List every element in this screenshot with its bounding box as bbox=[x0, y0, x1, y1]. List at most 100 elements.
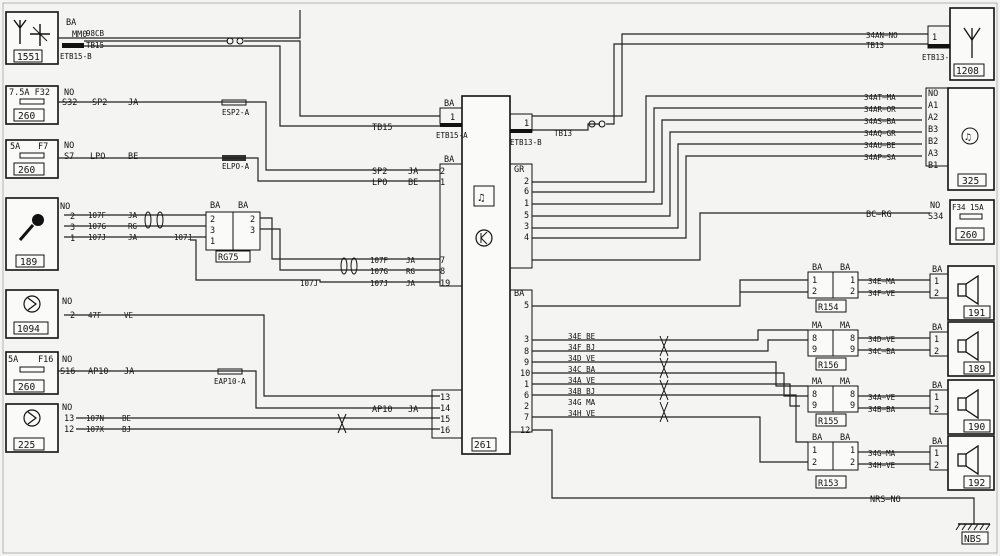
svg-text:34C BA: 34C BA bbox=[568, 365, 596, 374]
svg-text:2: 2 bbox=[812, 458, 817, 468]
svg-text:34AQ—GR: 34AQ—GR bbox=[864, 129, 896, 138]
svg-text:MA: MA bbox=[812, 321, 822, 331]
svg-text:34AS—BA: 34AS—BA bbox=[864, 117, 896, 126]
svg-text:34AP—SA: 34AP—SA bbox=[864, 153, 896, 162]
svg-text:34E BE: 34E BE bbox=[568, 332, 596, 341]
svg-text:5: 5 bbox=[524, 211, 529, 221]
svg-text:BA: BA bbox=[932, 381, 942, 391]
svg-text:B1: B1 bbox=[928, 161, 938, 171]
svg-text:9: 9 bbox=[812, 345, 817, 355]
svg-text:F34 15A: F34 15A bbox=[952, 203, 984, 212]
svg-text:NO: NO bbox=[64, 88, 74, 98]
component-325-cd-changer: NO A1 A2 B3 B2 A3 B1 ♫ 325 bbox=[925, 87, 995, 191]
component-id: 325 bbox=[962, 176, 979, 187]
svg-text:BC—RG: BC—RG bbox=[866, 210, 892, 220]
svg-text:JA: JA bbox=[124, 367, 134, 377]
svg-text:A1: A1 bbox=[928, 101, 938, 111]
svg-text:TB13: TB13 bbox=[554, 129, 572, 138]
svg-text:34A VE: 34A VE bbox=[568, 376, 596, 385]
svg-text:1: 1 bbox=[450, 113, 455, 123]
svg-text:5: 5 bbox=[524, 301, 529, 311]
svg-text:1: 1 bbox=[210, 237, 215, 247]
svg-text:MA: MA bbox=[812, 377, 822, 387]
svg-text:JA: JA bbox=[128, 98, 138, 108]
svg-text:NO: NO bbox=[930, 201, 940, 211]
speaker-symbol-icon bbox=[23, 409, 41, 427]
svg-text:MA: MA bbox=[840, 377, 850, 387]
svg-text:12: 12 bbox=[520, 426, 530, 436]
relay-id: RG75 bbox=[218, 253, 238, 263]
svg-text:2: 2 bbox=[524, 177, 529, 187]
svg-text:NO: NO bbox=[62, 355, 72, 365]
svg-text:34G MA: 34G MA bbox=[568, 398, 596, 407]
svg-text:34A—VE: 34A—VE bbox=[868, 393, 896, 402]
svg-text:F7: F7 bbox=[38, 142, 48, 152]
connector-etb15a: ETB15-A bbox=[436, 131, 468, 140]
svg-text:BA: BA bbox=[840, 263, 850, 273]
speaker-190: BA 12 190 bbox=[929, 379, 995, 435]
component-id: 191 bbox=[968, 308, 985, 319]
svg-text:3: 3 bbox=[524, 222, 529, 232]
svg-text:34AR—OR: 34AR—OR bbox=[864, 105, 896, 114]
svg-text:1: 1 bbox=[440, 178, 445, 188]
speaker-symbol-icon bbox=[23, 295, 41, 313]
svg-text:34E—MA: 34E—MA bbox=[868, 277, 896, 286]
component-id: 260 bbox=[18, 111, 35, 122]
svg-text:B2: B2 bbox=[928, 137, 938, 147]
svg-text:2: 2 bbox=[250, 215, 255, 225]
svg-text:BA: BA bbox=[812, 433, 822, 443]
svg-text:NRS—NO: NRS—NO bbox=[870, 495, 901, 505]
svg-text:34F—VE: 34F—VE bbox=[868, 289, 896, 298]
svg-text:NO: NO bbox=[928, 89, 938, 99]
svg-text:34H—VE: 34H—VE bbox=[868, 461, 896, 470]
svg-text:1: 1 bbox=[932, 33, 937, 43]
svg-text:13: 13 bbox=[440, 393, 450, 403]
volume-knob-icon bbox=[475, 229, 493, 247]
svg-text:BA: BA bbox=[932, 265, 942, 275]
component-id: 260 bbox=[18, 165, 35, 176]
svg-text:13: 13 bbox=[64, 414, 74, 424]
svg-text:BE: BE bbox=[128, 152, 138, 162]
component-id: 189 bbox=[968, 364, 985, 375]
svg-text:3: 3 bbox=[70, 223, 75, 233]
connector-esp2a: ESP2-A bbox=[222, 108, 250, 117]
svg-text:F16: F16 bbox=[38, 355, 53, 365]
relay-id: R154 bbox=[818, 303, 838, 313]
svg-text:3: 3 bbox=[210, 226, 215, 236]
svg-text:BA: BA bbox=[514, 289, 524, 299]
cd-changer-icon: ♫ bbox=[961, 127, 979, 145]
svg-text:1: 1 bbox=[70, 234, 75, 244]
speaker-191: BA 12 191 bbox=[929, 265, 995, 321]
svg-text:34G—MA: 34G—MA bbox=[868, 449, 896, 458]
svg-text:34AT—MA: 34AT—MA bbox=[864, 93, 896, 102]
svg-text:3: 3 bbox=[250, 226, 255, 236]
svg-text:1: 1 bbox=[524, 199, 529, 209]
svg-text:8: 8 bbox=[812, 390, 817, 400]
svg-text:BA: BA bbox=[840, 433, 850, 443]
svg-text:7.5A F32: 7.5A F32 bbox=[9, 88, 50, 98]
svg-text:S16: S16 bbox=[60, 367, 75, 377]
svg-text:34F BJ: 34F BJ bbox=[568, 343, 595, 352]
svg-text:34D VE: 34D VE bbox=[568, 354, 596, 363]
svg-text:8: 8 bbox=[440, 267, 445, 277]
svg-text:BA: BA bbox=[66, 18, 76, 28]
component-260-f7: 5A F7 260 bbox=[5, 139, 59, 179]
svg-text:107J: 107J bbox=[300, 279, 318, 288]
svg-text:2: 2 bbox=[850, 458, 855, 468]
svg-text:JA: JA bbox=[406, 256, 416, 265]
component-1208: 1 ETB13-A 1208 bbox=[922, 7, 995, 81]
component-id: NBS bbox=[964, 534, 981, 545]
connector-eap10a: EAP10-A bbox=[214, 377, 246, 386]
svg-text:MA: MA bbox=[840, 321, 850, 331]
svg-text:BA: BA bbox=[444, 99, 454, 109]
svg-text:2: 2 bbox=[70, 212, 75, 222]
component-id: 190 bbox=[968, 422, 985, 433]
svg-text:BA: BA bbox=[238, 201, 248, 211]
component-189-mic: 189 bbox=[5, 197, 59, 271]
svg-text:34AU—BE: 34AU—BE bbox=[864, 141, 896, 150]
music-note-icon: ♫ bbox=[473, 185, 495, 207]
